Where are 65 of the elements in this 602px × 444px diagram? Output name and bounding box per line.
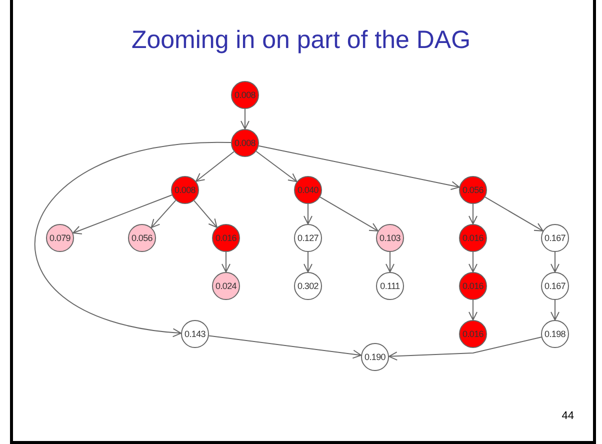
node-value: 0.016: [462, 329, 484, 339]
node-circle: [231, 81, 259, 109]
node-circle: [459, 224, 487, 252]
arrow: [386, 252, 394, 272]
node-value: 0.056: [131, 233, 153, 243]
node-circle: [541, 320, 569, 348]
node-value: 0.008: [234, 90, 256, 100]
node-value: 0.008: [174, 185, 196, 195]
node-value: 0.103: [379, 233, 401, 243]
node-value: 0.024: [215, 281, 237, 291]
node-value: 0.016: [462, 233, 484, 243]
node-circle: [128, 224, 156, 252]
node-circle: [376, 224, 404, 252]
title: Zooming in on part of the DAG: [130, 26, 472, 55]
node-value: 0.198: [544, 329, 566, 339]
arrow: [484, 196, 544, 232]
arrow: [388, 336, 542, 361]
arrow: [208, 335, 362, 359]
node-value: 0.143: [184, 329, 206, 339]
node-value: 0.016: [215, 233, 237, 243]
node-circle: [376, 272, 404, 300]
node-value: 0.040: [297, 185, 319, 195]
node-circle: [212, 272, 240, 300]
arrow: [194, 200, 218, 228]
node-circle: [46, 224, 74, 252]
node-value: 0.127: [297, 233, 319, 243]
arrow: [320, 196, 378, 232]
page-number: 44: [562, 410, 574, 422]
arrow: [35, 142, 232, 337]
node-value: 0.079: [49, 233, 71, 243]
node-value: 0.167: [544, 233, 566, 243]
node-circle: [231, 129, 259, 157]
node-circle: [459, 176, 487, 204]
node-value: 0.008: [234, 138, 256, 148]
arrow: [468, 300, 478, 320]
node-value: 0.016: [462, 281, 484, 291]
arrow: [550, 252, 560, 272]
node-circle: [541, 272, 569, 300]
node-circle: [181, 320, 209, 348]
node-value: 0.111: [380, 281, 400, 291]
node-value: 0.056: [462, 185, 484, 195]
arrow: [468, 204, 478, 224]
arrow: [304, 252, 312, 272]
node-value: 0.167: [544, 281, 566, 291]
node-circle: [294, 176, 322, 204]
arrow: [222, 252, 230, 272]
node-circle: [459, 272, 487, 300]
arrow: [256, 150, 298, 182]
node-value: 0.190: [364, 352, 386, 362]
arrow: [196, 151, 234, 182]
arrow: [258, 145, 460, 190]
node-circle: [212, 224, 240, 252]
arrow: [240, 108, 250, 130]
node-circle: [171, 176, 199, 204]
arrow: [72, 194, 172, 234]
node-circle: [459, 320, 487, 348]
node-value: 0.302: [297, 281, 319, 291]
arrow: [550, 300, 560, 320]
node-circle: [541, 224, 569, 252]
node-circle: [294, 272, 322, 300]
node-circle: [361, 343, 389, 371]
node-circle: [294, 224, 322, 252]
arrow: [150, 200, 176, 228]
arrow: [304, 204, 312, 224]
arrow: [468, 252, 478, 272]
